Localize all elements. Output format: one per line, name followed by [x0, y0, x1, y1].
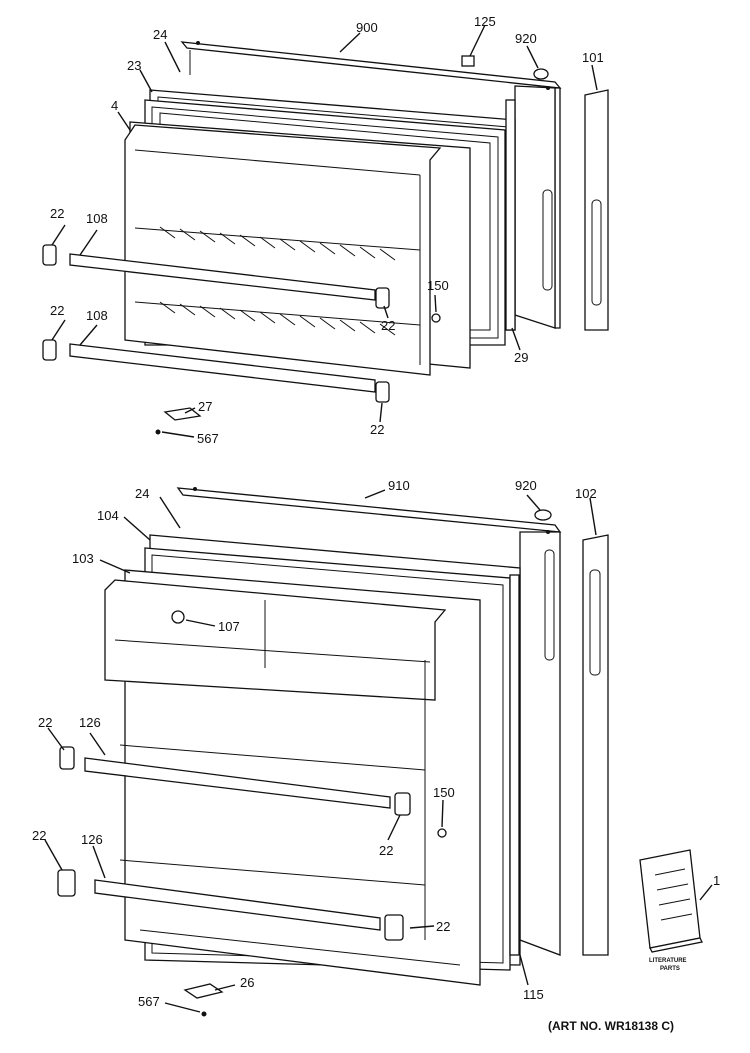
label-27: 27 [198, 399, 212, 414]
label-24: 24 [153, 27, 167, 42]
freezer-shelf-bar-108-upper [69, 253, 376, 301]
label-103: 103 [72, 551, 94, 566]
freezer-handle-101 [584, 89, 609, 331]
art-number: (ART NO. WR18138 C) [548, 1019, 674, 1033]
literature-label-line2: PARTS [660, 966, 680, 972]
fresh-food-outer-door-910 [176, 487, 562, 956]
shelf-clip-22 [384, 914, 404, 941]
screw-567 [201, 1011, 207, 1017]
hinge-pin-26 [183, 983, 224, 999]
label-104: 104 [97, 508, 119, 523]
label-26: 26 [240, 975, 254, 990]
part-125 [461, 55, 475, 67]
literature-label-line1: LITERATURE [649, 958, 687, 964]
fresh-food-door-liner-103 [104, 569, 481, 986]
label-22: 22 [38, 715, 52, 730]
screw-150 [431, 313, 441, 323]
label-23: 23 [127, 58, 141, 73]
label-126: 126 [81, 832, 103, 847]
freezer-door-assembly [42, 41, 609, 435]
label-567: 567 [138, 994, 160, 1009]
label-22: 22 [32, 828, 46, 843]
plug-920 [533, 68, 549, 80]
screw-150 [437, 828, 447, 838]
shelf-clip-22 [59, 746, 75, 770]
label-900: 900 [356, 20, 378, 35]
callout-labels: 900 125 920 101 24 23 4 22 108 22 108 15… [32, 14, 720, 1033]
label-107: 107 [218, 619, 240, 634]
freezer-door-liner-4 [124, 121, 471, 376]
freezer-outer-door-900 [180, 41, 562, 329]
freezer-breaker-strip [505, 99, 516, 331]
fresh-handle-102 [582, 534, 609, 956]
shelf-clip-22 [375, 287, 390, 309]
plug-920 [534, 509, 552, 521]
label-22: 22 [50, 303, 64, 318]
label-4: 4 [111, 98, 118, 113]
label-22: 22 [50, 206, 64, 221]
label-126: 126 [79, 715, 101, 730]
shelf-clip-22 [42, 244, 57, 266]
label-22: 22 [381, 318, 395, 333]
shelf-clip-22 [57, 869, 76, 897]
label-108: 108 [86, 211, 108, 226]
fresh-shelf-bar-126-lower [94, 879, 381, 931]
label-920: 920 [515, 31, 537, 46]
leader-lines [44, 24, 713, 1013]
literature-booklet-1 [639, 849, 703, 953]
fresh-shelf-bar-126-upper [84, 757, 391, 809]
label-150: 150 [433, 785, 455, 800]
fresh-food-door-assembly [57, 487, 703, 1017]
label-115: 115 [523, 987, 544, 1002]
shelf-clip-22 [375, 381, 390, 403]
label-150: 150 [427, 278, 449, 293]
freezer-shelf-bar-108-lower [69, 343, 376, 393]
label-29: 29 [514, 350, 528, 365]
fresh-breaker-strip-115 [509, 574, 520, 956]
screw-567 [155, 429, 161, 435]
butter-door-107 [171, 610, 185, 624]
shelf-clip-22 [394, 792, 411, 816]
label-567: 567 [197, 431, 219, 446]
label-125: 125 [474, 14, 496, 29]
label-24: 24 [135, 486, 149, 501]
label-910: 910 [388, 478, 410, 493]
shelf-clip-22 [42, 339, 57, 361]
hinge-pin-27 [163, 407, 202, 421]
label-22: 22 [370, 422, 384, 437]
label-102: 102 [575, 486, 597, 501]
label-108: 108 [86, 308, 108, 323]
label-1: 1 [713, 873, 720, 888]
label-22: 22 [379, 843, 393, 858]
label-22: 22 [436, 919, 450, 934]
label-101: 101 [582, 50, 604, 65]
label-920: 920 [515, 478, 537, 493]
